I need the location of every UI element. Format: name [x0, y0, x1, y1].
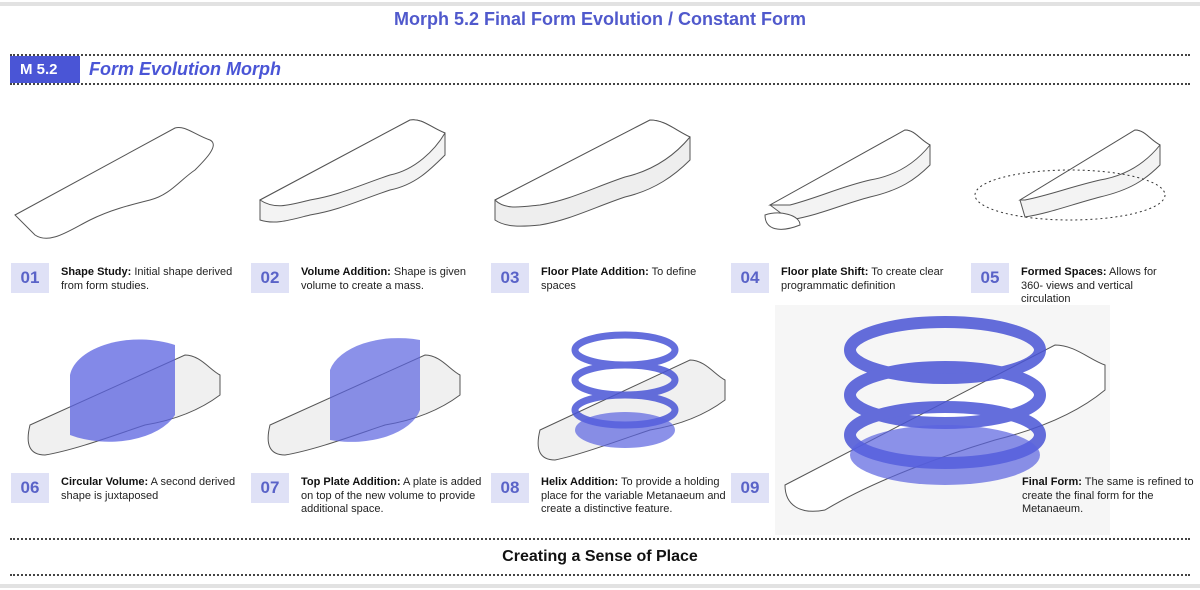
formed-spaces-diagram [974, 129, 1166, 221]
step-number: 07 [251, 473, 289, 503]
page-title: Morph 5.2 Final Form Evolution / Constan… [393, 9, 806, 29]
divider [10, 574, 1190, 576]
bottom-rule [0, 584, 1200, 588]
step-caption: Shape Study: Initial shape derived from … [61, 266, 233, 292]
step-number: 05 [971, 263, 1009, 293]
top-rule [0, 2, 1200, 6]
step-caption: Helix Addition: To provide a holding pla… [541, 476, 726, 515]
divider [10, 538, 1190, 540]
final-form-diagram [775, 305, 1110, 535]
section-badge: M 5.2 [10, 56, 80, 83]
step-number: 02 [251, 263, 289, 293]
footer-heading: Creating a Sense of Place [502, 548, 698, 565]
circular-volume-diagram [27, 339, 221, 456]
divider [10, 54, 1190, 56]
step-number: 09 [731, 473, 769, 503]
top-plate-addition-diagram [267, 338, 461, 456]
floor-plate-addition-diagram [494, 119, 691, 227]
shape-study-diagram [14, 126, 214, 239]
step-number: 04 [731, 263, 769, 293]
step-caption: Top Plate Addition: A plate is added on … [301, 476, 482, 515]
step-caption: Circular Volume: A second derived shape … [61, 476, 236, 502]
step-caption: Formed Spaces: Allows for 360- views and… [1021, 266, 1157, 305]
step-number: 08 [491, 473, 529, 503]
step-caption: Final Form: The same is refined to creat… [1022, 476, 1194, 515]
divider [10, 83, 1190, 85]
step-caption: Volume Addition: Shape is given volume t… [301, 266, 467, 292]
volume-addition-diagram [259, 119, 446, 223]
helix-addition-diagram [537, 331, 726, 461]
step-caption: Floor Plate Addition: To define spaces [541, 266, 697, 292]
step-caption: Floor plate Shift: To create clear progr… [781, 266, 944, 292]
step-number: 01 [11, 263, 49, 293]
step-number: 03 [491, 263, 529, 293]
floor-plate-shift-diagram [764, 129, 931, 230]
section-heading: Form Evolution Morph [89, 59, 281, 79]
step-number: 06 [11, 473, 49, 503]
